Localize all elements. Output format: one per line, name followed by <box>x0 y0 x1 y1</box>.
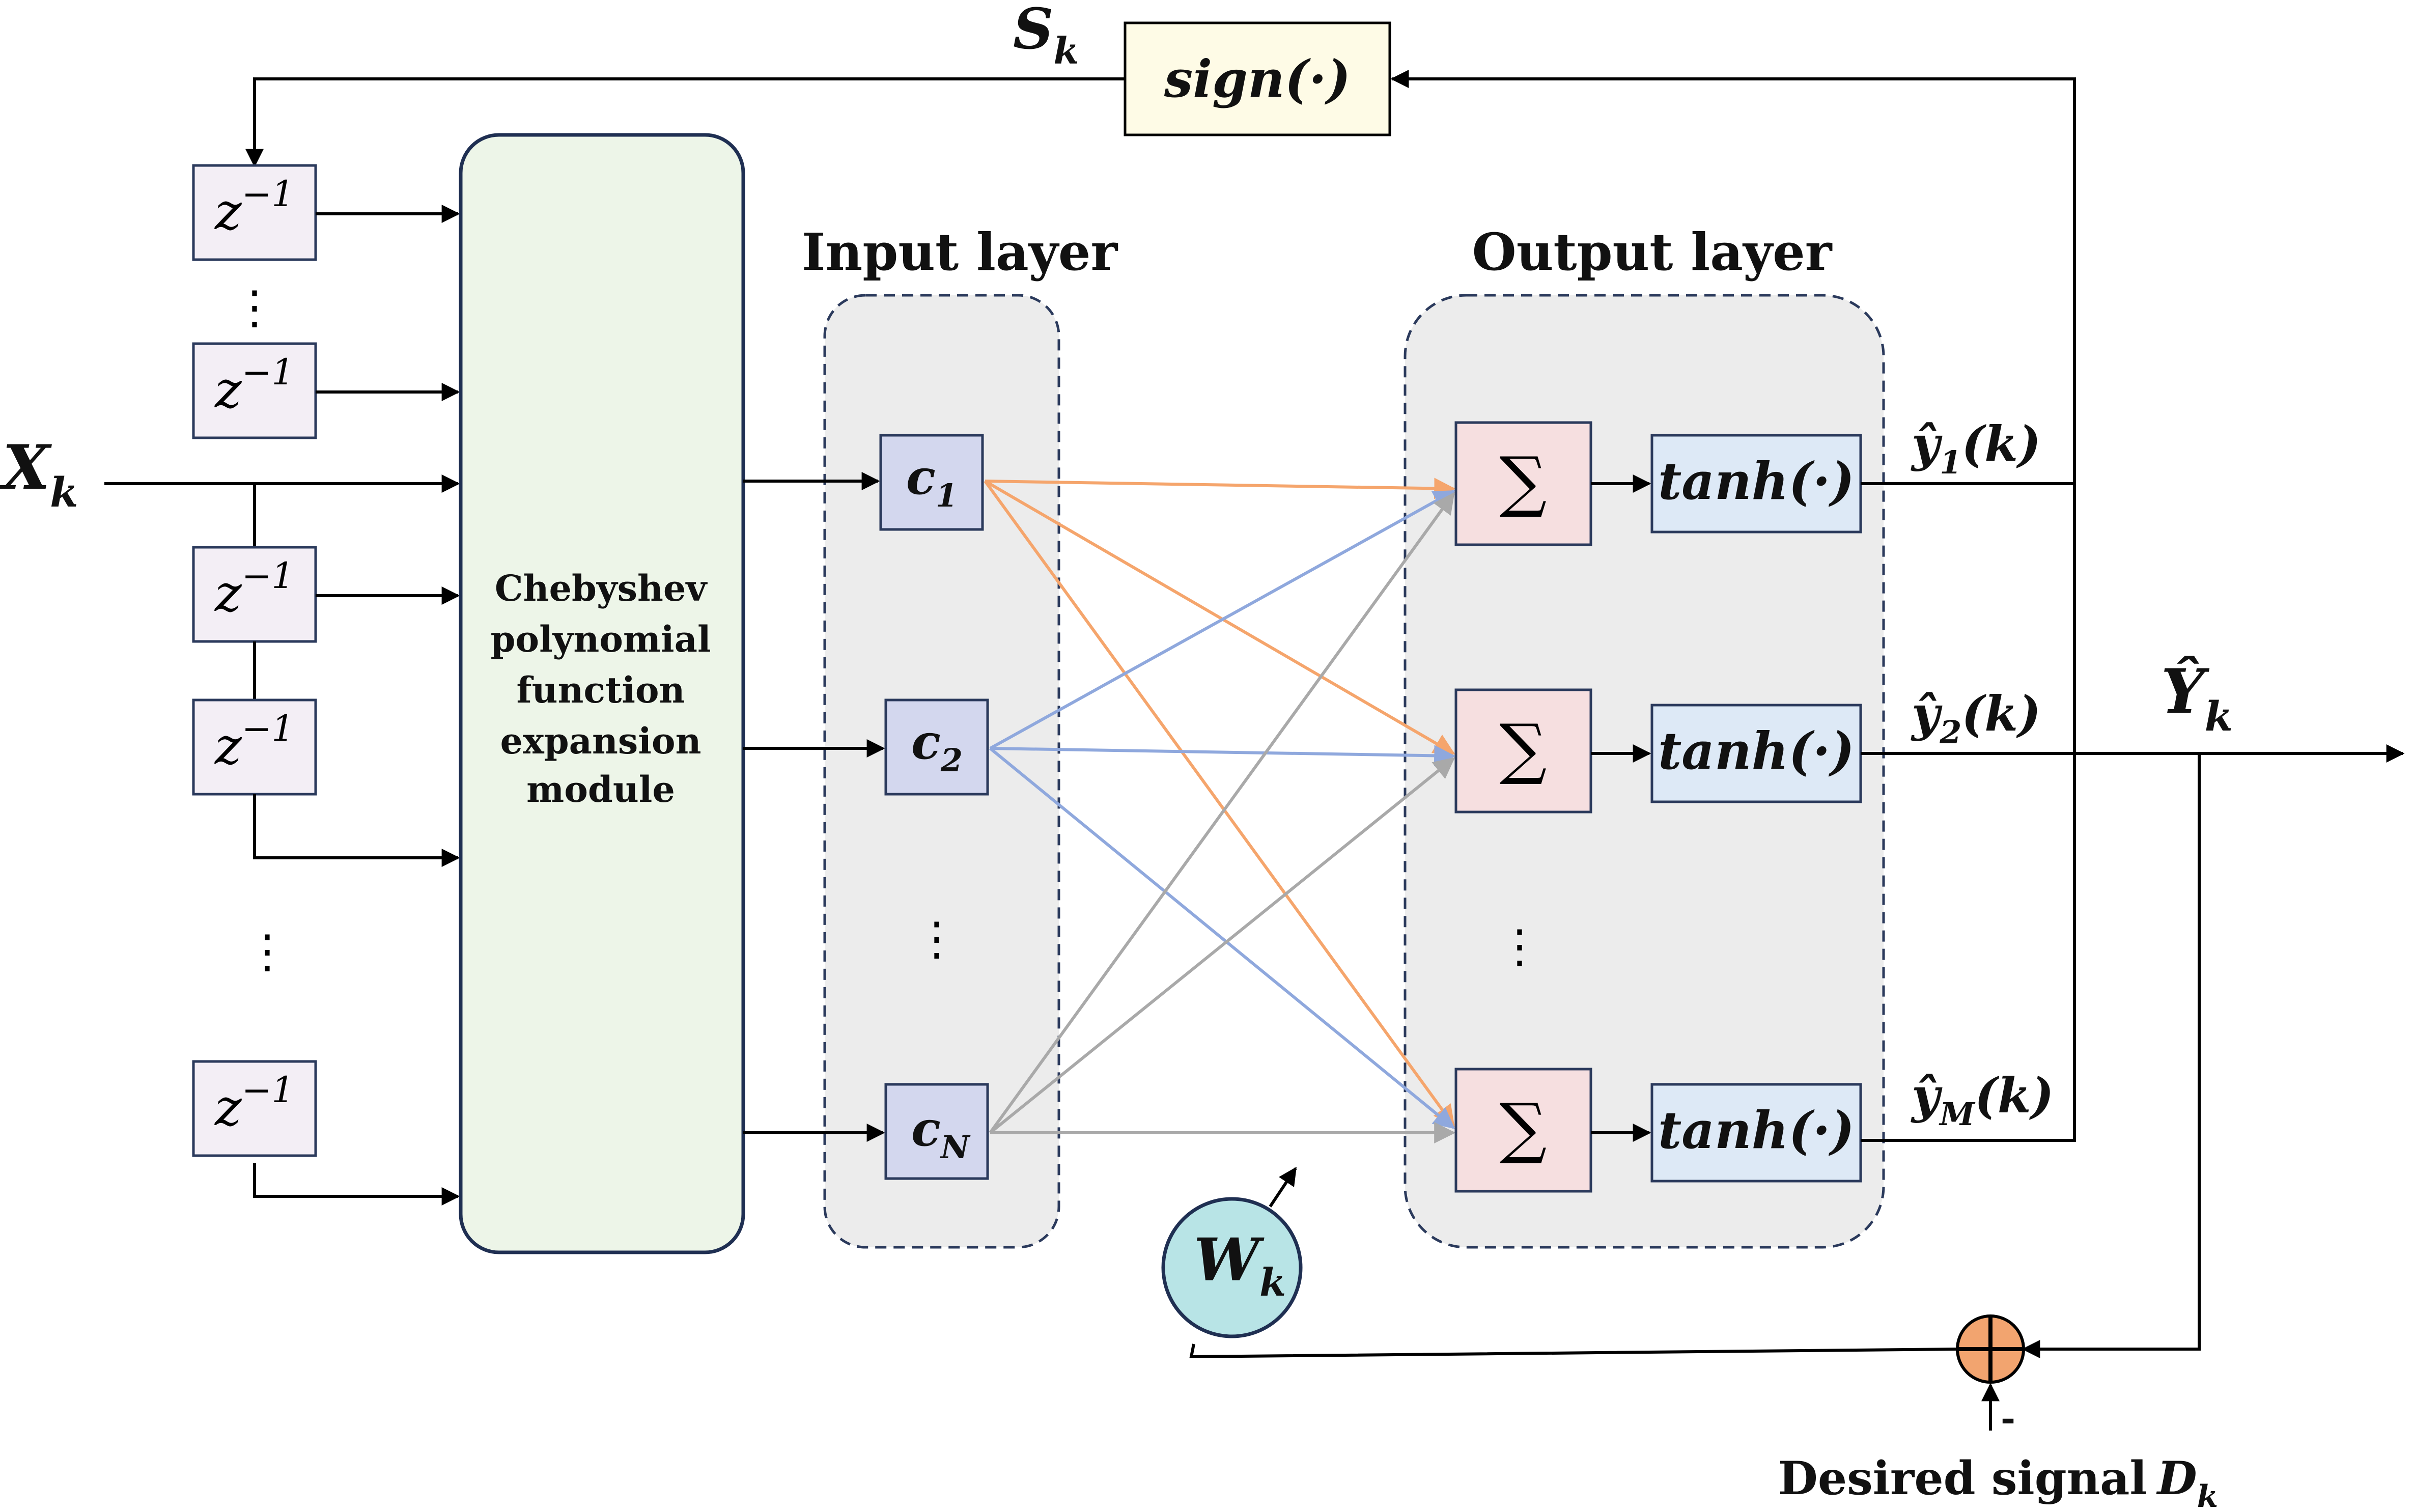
module-line-3: function <box>516 669 685 711</box>
chebyshev-module-label: Chebyshev polynomial function expansion … <box>490 567 711 810</box>
output-layer-ellipsis: ⋮ <box>1497 920 1542 973</box>
sum-node-2-symbol: ∑ <box>1500 710 1547 787</box>
feedback-line-right <box>1390 70 2076 484</box>
sign-block-label: sign(·) <box>1164 49 1351 109</box>
delay-label-3: z−1 <box>214 555 294 623</box>
delay-ellipsis-bottom: ⋮ <box>244 925 290 978</box>
output-label-M: ŷM(k) <box>1911 1068 2054 1133</box>
delay-block-4 <box>192 698 317 796</box>
delay-label-5: z−1 <box>214 1069 294 1137</box>
module-line-2: polynomial <box>490 618 711 660</box>
delay-ellipsis-top: ⋮ <box>232 281 277 334</box>
input-node-cN <box>884 1083 989 1180</box>
error-branch-line <box>2022 753 2201 1358</box>
conn-cN-o2 <box>989 757 1455 1134</box>
sum-node-1-symbol: ∑ <box>1500 442 1547 520</box>
output-label-1: ŷ1(k) <box>1911 416 2041 481</box>
chebyshev-module <box>459 133 745 1254</box>
conn-c2-o1 <box>989 490 1455 750</box>
tanh-node-M <box>1650 1083 1862 1183</box>
sign-block <box>1124 21 1391 136</box>
input-signal-label: Xk <box>0 432 78 516</box>
conn-c2-o2 <box>990 745 1456 767</box>
delay-arrow-4 <box>253 794 460 867</box>
desired-minus-sign: - <box>2001 1397 2015 1439</box>
weights-adjust-arrow <box>1269 1167 1297 1208</box>
sum-node-2 <box>1454 688 1592 814</box>
module-line-5: module <box>526 768 675 810</box>
delay-block-3 <box>192 546 317 643</box>
feedback-line-left <box>245 77 1125 167</box>
weights-node <box>1161 1197 1303 1338</box>
output-layer-title: Output layer <box>1472 222 1833 282</box>
module-line-1: Chebyshev <box>495 567 708 609</box>
delay-label-1: z−1 <box>214 173 294 241</box>
conn-c1-o1 <box>985 478 1456 499</box>
sum-node-M-symbol: ∑ <box>1500 1089 1547 1166</box>
input-node-c2-label: c2 <box>911 714 963 779</box>
tanh-node-1 <box>1650 434 1862 534</box>
delay-arrow-5 <box>253 1163 460 1206</box>
feedback-symbol: Sk <box>1013 0 1079 72</box>
delay-block-1 <box>192 164 317 261</box>
tanh-node-1-label: tanh(·) <box>1658 451 1855 511</box>
output-label-2: ŷ2(k) <box>1911 686 2041 751</box>
input-node-c1-label: c1 <box>906 449 958 514</box>
delay-label-2: z−1 <box>214 351 294 419</box>
input-node-c1 <box>879 434 984 531</box>
delay-block-2 <box>192 342 317 439</box>
module-line-4: expansion <box>500 720 701 762</box>
conn-c2-oM <box>989 747 1455 1129</box>
input-layer-ellipsis: ⋮ <box>914 912 960 966</box>
input-node-c2 <box>884 698 989 796</box>
output-signal-label: Ŷk <box>2161 656 2233 740</box>
sum-node-M <box>1454 1068 1592 1193</box>
input-layer-title: Input layer <box>802 222 1118 282</box>
error-to-weights-line <box>1189 1343 1958 1359</box>
output-line-1 <box>1861 482 2076 1142</box>
tanh-node-M-label: tanh(·) <box>1658 1100 1855 1160</box>
conn-cN-o1 <box>989 492 1455 1134</box>
delay-block-5 <box>192 1060 317 1157</box>
conn-c1-o2 <box>984 480 1455 755</box>
weights-label: Wk <box>1194 1226 1286 1305</box>
sum-node-1 <box>1454 421 1592 546</box>
delay-label-4: z−1 <box>214 708 294 776</box>
input-node-cN-label: cN <box>911 1101 971 1166</box>
tanh-node-2-label: tanh(·) <box>1658 721 1855 781</box>
conn-c1-oM <box>984 480 1455 1127</box>
